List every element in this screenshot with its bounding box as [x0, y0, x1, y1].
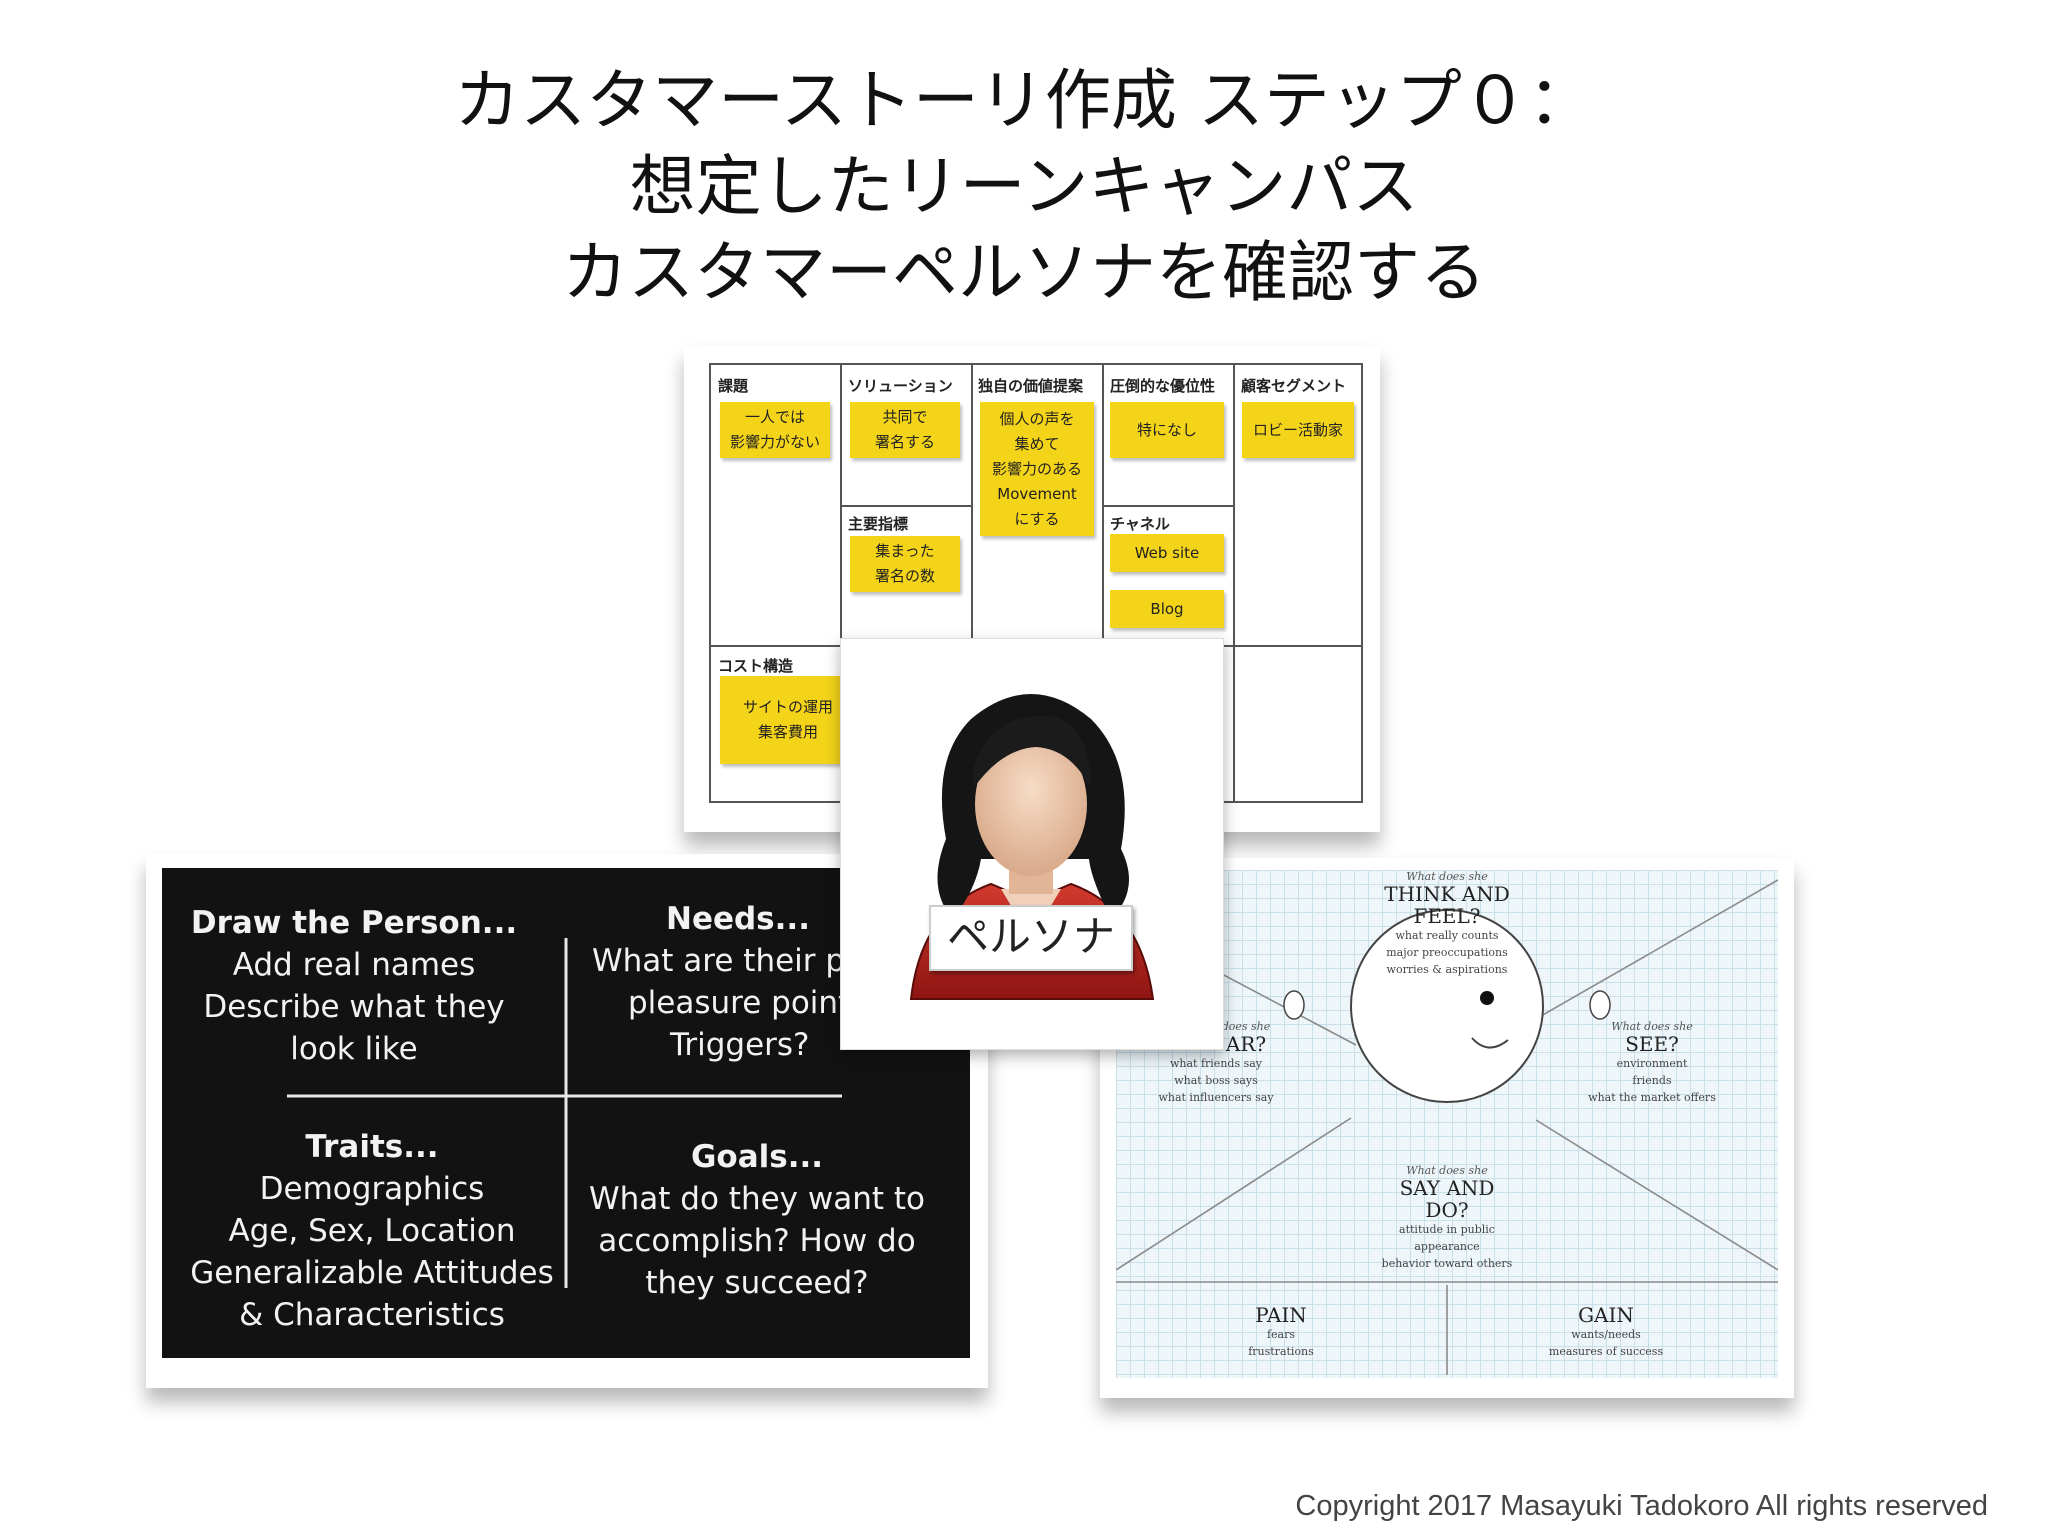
- pain-note: frustrations: [1248, 1345, 1314, 1358]
- title-line-2: 想定したリーンキャンパス: [629, 148, 1419, 225]
- draw-line: Add real names: [232, 947, 476, 983]
- pain-note: fears: [1266, 1328, 1296, 1341]
- blackboard-divider: [287, 938, 842, 1288]
- persona-avatar-icon: [909, 694, 1155, 1000]
- say-note: appearance: [1414, 1240, 1480, 1253]
- needs-heading: Needs...: [666, 901, 810, 937]
- traits-line: & Characteristics: [239, 1297, 505, 1333]
- think-feel-section: What does she THINK AND FEEL? what reall…: [1347, 870, 1547, 978]
- say-question: What does she: [1406, 1164, 1488, 1177]
- needs-section: Needs... What are their pa pleasure poin…: [582, 898, 942, 1066]
- hear-note: what boss says: [1174, 1074, 1258, 1087]
- gain-section: GAIN wants/needs measures of success: [1521, 1304, 1691, 1360]
- see-note: what the market offers: [1588, 1091, 1716, 1104]
- draw-line: Describe what they: [203, 989, 505, 1025]
- think-note: worries & aspirations: [1386, 963, 1508, 976]
- header-solution: ソリューション: [848, 377, 953, 395]
- think-note: what really counts: [1395, 929, 1499, 942]
- sticky-solution: 共同で 署名する: [850, 402, 960, 458]
- sticky-advantage: 特になし: [1110, 402, 1224, 458]
- title-line-3: カスタマーペルソナを確認する: [562, 234, 1486, 311]
- needs-line: Triggers?: [670, 1027, 810, 1063]
- see-section: What does she SEE? environment friends w…: [1572, 1020, 1732, 1106]
- header-advantage: 圧倒的な優位性: [1110, 377, 1216, 395]
- traits-line: Generalizable Attitudes: [190, 1255, 554, 1291]
- gain-title: GAIN: [1578, 1303, 1634, 1327]
- hear-note: what influencers say: [1158, 1091, 1274, 1104]
- header-cost: コスト構造: [718, 657, 794, 675]
- header-problem: 課題: [718, 377, 749, 395]
- sticky-channel-web: Web site: [1110, 534, 1224, 572]
- blackboard: Draw the Person... Add real names Descri…: [162, 868, 970, 1358]
- goals-heading: Goals...: [690, 1139, 824, 1175]
- gain-note: wants/needs: [1571, 1328, 1641, 1341]
- sticky-problem: 一人では 影響力がない: [720, 402, 830, 458]
- see-question: What does she: [1611, 1020, 1693, 1033]
- hear-question: does she: [1221, 1020, 1271, 1033]
- needs-line: pleasure point: [628, 985, 851, 1021]
- think-question: What does she: [1406, 870, 1488, 883]
- copyright-text: Copyright 2017 Masayuki Tadokoro All rig…: [1295, 1490, 1988, 1522]
- header-uvp: 独自の価値提案: [978, 377, 1084, 395]
- sticky-cost: サイトの運用 集客費用: [720, 676, 856, 764]
- draw-line: look like: [290, 1031, 418, 1067]
- think-title: FEEL?: [1413, 904, 1481, 928]
- persona-card: ペルソナ: [840, 638, 1224, 1050]
- hear-section: does she AR? what friends say what boss …: [1146, 1020, 1286, 1106]
- header-segments: 顧客セグメント: [1241, 377, 1347, 395]
- say-note: attitude in public: [1399, 1223, 1495, 1236]
- goals-line: they succeed?: [645, 1265, 869, 1301]
- needs-line: What are their pa: [592, 943, 865, 979]
- persona-label: ペルソナ: [929, 905, 1133, 971]
- pain-title: PAIN: [1255, 1303, 1307, 1327]
- sticky-channel-blog: Blog: [1110, 590, 1224, 628]
- sticky-metrics: 集まった 署名の数: [850, 536, 960, 592]
- draw-heading: Draw the Person...: [190, 905, 518, 941]
- say-note: behavior toward others: [1381, 1257, 1513, 1270]
- sticky-segments: ロビー活動家: [1242, 402, 1354, 458]
- traits-line: Demographics: [259, 1171, 485, 1207]
- goals-section: Goals... What do they want to accomplish…: [572, 1136, 942, 1304]
- say-title: DO?: [1425, 1198, 1469, 1222]
- slide-title: カスタマーストーリ作成 ステップ０： 想定したリーンキャンパス カスタマーペルソ…: [0, 58, 2048, 316]
- pain-section: PAIN fears frustrations: [1216, 1304, 1346, 1360]
- gain-note: measures of success: [1548, 1345, 1664, 1358]
- traits-line: Age, Sex, Location: [228, 1213, 516, 1249]
- header-channels: チャネル: [1110, 515, 1170, 533]
- goals-line: accomplish? How do: [598, 1223, 916, 1259]
- sticky-uvp: 個人の声を 集めて 影響力のある Movement にする: [980, 402, 1094, 536]
- goals-line: What do they want to: [588, 1181, 925, 1217]
- empathy-map-grid: What does she THINK AND FEEL? what reall…: [1116, 870, 1778, 1378]
- empathy-map-lines: [1116, 879, 1778, 1375]
- title-line-1: カスタマーストーリ作成 ステップ０：: [454, 62, 1594, 139]
- say-title: SAY AND: [1399, 1176, 1495, 1200]
- traits-heading: Traits...: [305, 1129, 439, 1165]
- say-do-section: What does she SAY AND DO? attitude in pu…: [1357, 1164, 1537, 1272]
- hear-title: AR?: [1225, 1032, 1267, 1056]
- draw-section: Draw the Person... Add real names Descri…: [176, 902, 532, 1070]
- head-icon: [1283, 909, 1611, 1103]
- traits-section: Traits... Demographics Age, Sex, Locatio…: [176, 1126, 568, 1336]
- see-note: friends: [1632, 1074, 1672, 1087]
- header-metrics: 主要指標: [848, 515, 909, 533]
- see-note: environment: [1616, 1057, 1688, 1070]
- see-title: SEE?: [1625, 1032, 1679, 1056]
- hear-note: what friends say: [1169, 1057, 1263, 1070]
- think-note: major preoccupations: [1386, 946, 1508, 959]
- think-title: THINK AND: [1384, 882, 1510, 906]
